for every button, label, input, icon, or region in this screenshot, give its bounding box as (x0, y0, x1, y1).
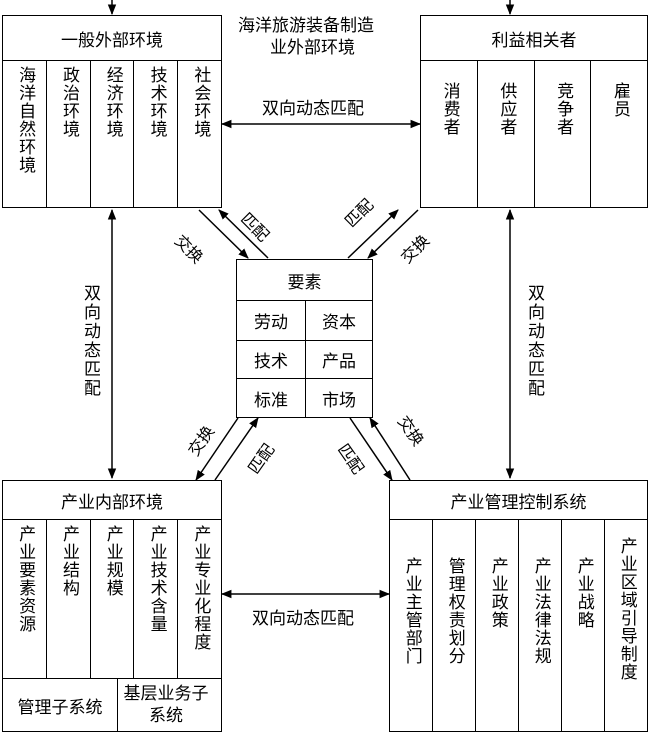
control-item: 产业法律法规 (530, 557, 551, 665)
internal-env-box: 产业内部环境 产业要素资源 产业结构 产业规模 产业技术含量 产业专业化程度 管… (2, 480, 222, 732)
control-system-box: 产业管理控制系统 产业主管部门 管理权责划分 产业政策 产业法律法规 产业战略 … (389, 480, 648, 732)
element-cell: 产品 (322, 352, 356, 372)
stakeholder-item: 供应者 (496, 82, 517, 136)
control-item: 产业区域引导制度 (616, 537, 637, 681)
stakeholder-item: 竞争者 (553, 82, 574, 136)
element-cell: 市场 (322, 390, 356, 411)
general-env-item: 经济环境 (102, 66, 123, 138)
stakeholders-title: 利益相关者 (421, 16, 647, 61)
general-env-item: 社会环境 (190, 66, 211, 138)
operations-subsystem: 基层业务子系统 (123, 683, 209, 726)
general-env-item: 政治环境 (58, 66, 79, 138)
elements-box: 要素 劳动 资本 技术 产品 标准 市场 (236, 259, 373, 418)
internal-env-item: 产业规模 (102, 525, 123, 597)
element-cell: 标准 (254, 390, 288, 411)
dual-match-label-bottom: 双向动态匹配 (252, 609, 354, 629)
dual-match-label-right: 双向动态匹配 (524, 284, 544, 398)
internal-env-title: 产业内部环境 (3, 481, 221, 520)
internal-env-item: 产业专业化程度 (190, 525, 211, 651)
internal-env-item: 产业结构 (58, 525, 79, 597)
stakeholders-box: 利益相关者 消费者 供应者 竞争者 雇员 (420, 15, 648, 208)
control-item: 产业战略 (573, 557, 594, 629)
control-item: 产业政策 (487, 557, 508, 629)
internal-env-item: 产业技术含量 (146, 525, 167, 633)
top-title-line2: 业外部环境 (270, 38, 355, 58)
control-system-title: 产业管理控制系统 (390, 481, 647, 520)
control-item: 产业主管部门 (401, 557, 422, 665)
control-item: 管理权责划分 (444, 557, 465, 665)
general-env-title: 一般外部环境 (3, 16, 221, 61)
elements-title: 要素 (237, 260, 372, 301)
stakeholder-item: 雇员 (609, 82, 630, 118)
dual-match-label-top: 双向动态匹配 (262, 99, 364, 119)
internal-env-item: 产业要素资源 (15, 525, 36, 633)
general-env-item: 技术环境 (146, 66, 167, 138)
element-cell: 资本 (322, 313, 356, 333)
dual-match-label-left: 双向动态匹配 (80, 284, 100, 398)
top-title-line1: 海洋旅游装备制造 (238, 16, 374, 36)
stakeholder-item: 消费者 (439, 82, 460, 136)
general-env-item: 海洋自然环境 (15, 66, 36, 174)
element-cell: 劳动 (254, 313, 288, 333)
general-env-box: 一般外部环境 海洋自然环境 政治环境 经济环境 技术环境 社会环境 (2, 15, 222, 208)
management-subsystem: 管理子系统 (17, 697, 103, 718)
element-cell: 技术 (254, 352, 288, 372)
